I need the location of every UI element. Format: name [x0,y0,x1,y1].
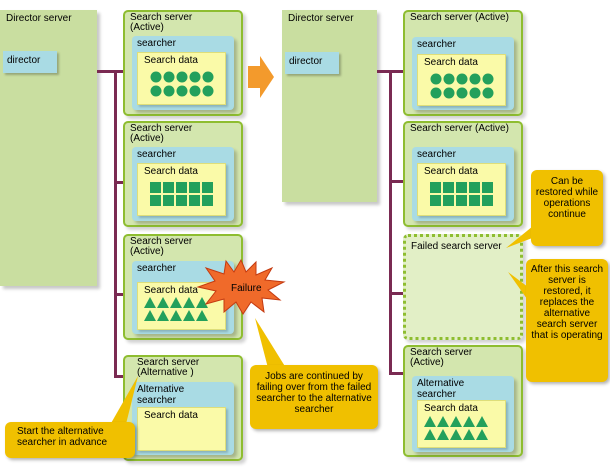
callout-replaces: After this search server is restored, it… [526,259,608,382]
server-title: Search server (Active) [130,12,193,33]
right-search-server-4: Search server (Active) Alternative searc… [403,345,523,457]
search-data-label: Search data [424,57,478,68]
search-data-label: Search data [144,166,198,177]
callout-start: Start the alternative searcher in advanc… [5,422,135,458]
square-data-icon [430,182,493,206]
search-data-label: Search data [424,403,478,414]
searcher-process: searcher Search data [132,36,234,110]
search-data: Search data [417,163,506,216]
search-data-label: Search data [144,55,198,66]
right-search-server-2: Search server (Active) searcher Search d… [403,121,523,227]
searcher-label: searcher [417,149,456,160]
callout-replaces-text: After this search server is restored, it… [530,264,604,341]
start-callout-pointer [110,376,138,432]
searcher-process: searcher Search data [132,147,234,221]
search-data: Search data [417,400,506,448]
director-process: director [285,52,339,74]
searcher-label: Alternative searcher [417,378,465,400]
left-connector-horizontal-4 [114,375,123,378]
server-title: Search server (Active) [410,12,509,23]
left-search-server-2: Search server (Active) searcher Search d… [123,121,243,227]
callout-jobs: Jobs are continued by failing over from … [250,365,378,429]
failure-label: Failure [231,283,262,294]
search-data-label: Search data [144,285,198,296]
callout-restored: Can be restored while operations continu… [531,170,603,246]
director-process: director [3,51,57,73]
triangle-data-icon [144,297,208,321]
circle-data-icon [150,71,214,97]
server-title: Search server (Active) [410,347,473,368]
triangle-data-icon [424,416,488,440]
callout-jobs-text: Jobs are continued by failing over from … [256,371,372,415]
searcher-label: Alternative searcher [137,384,185,406]
director-server-title: Director server [288,13,354,24]
failure-burst-icon [196,258,286,315]
director-server-title: Director server [6,13,72,24]
square-data-icon [150,182,213,206]
callout-start-text: Start the alternative searcher in advanc… [17,426,108,448]
jobs-callout-pointer [255,318,286,368]
server-title: Failed search server [411,241,502,252]
search-data-label: Search data [144,410,198,421]
searcher-process: searcher Search data [412,37,514,110]
left-connector-horizontal-1 [97,70,123,73]
director-label: director [7,55,41,66]
left-search-server-1: Search server (Active) searcher Search d… [123,10,243,116]
search-data-label: Search data [424,166,478,177]
searcher-label: searcher [137,263,176,274]
right-connector-horizontal-3 [389,292,404,295]
right-connector-horizontal-2 [389,180,404,183]
server-title: Search server (Alternative ) [137,357,200,378]
right-director-server: Director server director [282,10,377,202]
searcher-label: searcher [137,149,176,160]
search-data: Search data [417,54,506,106]
circle-data-icon [430,73,494,99]
right-search-server-1: Search server (Active) searcher Search d… [403,10,523,116]
server-title: Search server (Active) [410,123,509,134]
server-title: Search server (Active) [130,236,193,257]
callout-restored-text: Can be restored while operations continu… [535,176,599,220]
left-director-server: Director server director [0,10,97,286]
alternative-searcher-process: Alternative searcher Search data [132,382,234,455]
director-label: director [289,56,323,67]
search-data: Search data [137,52,226,105]
search-data: Search data [137,407,226,451]
right-connector-horizontal-4 [389,372,404,375]
searcher-label: searcher [417,39,456,50]
searcher-label: searcher [137,38,176,49]
left-search-server-4: Search server (Alternative ) Alternative… [123,355,243,461]
transition-arrow-icon [248,56,274,98]
right-connector-vertical [389,70,392,375]
alternative-searcher-process: Alternative searcher Search data [412,376,514,452]
left-connector-horizontal-3 [114,293,123,296]
server-title: Search server (Active) [130,123,193,144]
left-connector-vertical [114,70,117,377]
searcher-process: searcher Search data [412,147,514,221]
search-data: Search data [137,163,226,216]
left-connector-horizontal-2 [114,181,123,184]
